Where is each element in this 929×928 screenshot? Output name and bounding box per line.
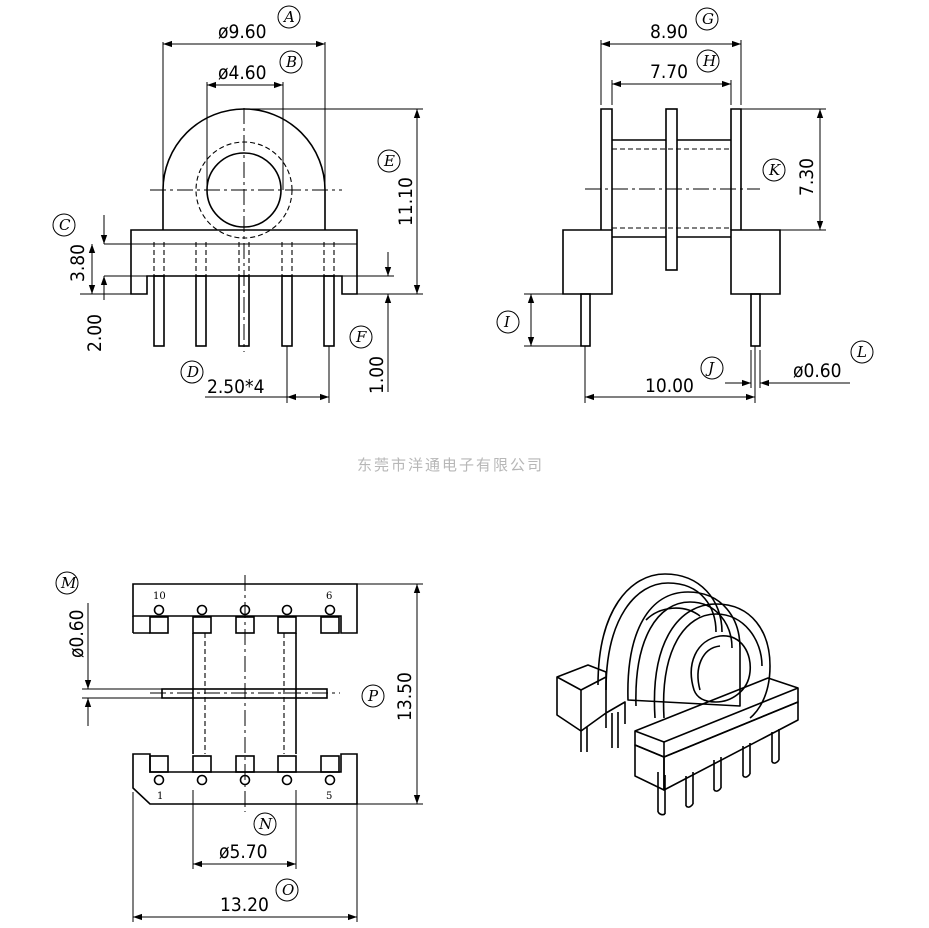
dim-g-text: 8.90 <box>650 21 688 43</box>
tag-i: I <box>496 310 520 334</box>
side-view: 8.90 G 7.70 H 7.30 K I 10.00 J ø0.60 L <box>496 7 874 403</box>
tag-f: F <box>349 325 373 349</box>
dim-h-text: 7.70 <box>650 61 688 83</box>
svg-text:A: A <box>282 8 295 26</box>
dim-p-text: 13.50 <box>394 672 416 721</box>
dim-a-text: ø9.60 <box>218 21 267 43</box>
tag-a: A <box>277 5 301 29</box>
tag-j: J <box>700 356 724 380</box>
dim-n-text: ø5.70 <box>219 841 268 863</box>
svg-text:F: F <box>355 328 367 346</box>
svg-text:C: C <box>59 216 71 234</box>
dim-l-text: ø0.60 <box>793 360 842 382</box>
svg-text:D: D <box>186 363 199 381</box>
dim-f-text: 1.00 <box>366 356 388 394</box>
svg-text:M: M <box>60 574 77 592</box>
svg-text:G: G <box>702 10 714 28</box>
isometric-view <box>556 573 799 816</box>
tag-l: L <box>850 340 874 364</box>
tag-k: K <box>762 158 786 182</box>
svg-text:N: N <box>258 815 273 833</box>
tag-h: H <box>696 49 720 73</box>
company-name: 东莞市洋通电子有限公司 <box>357 456 544 474</box>
dim-j-text: 10.00 <box>645 375 694 397</box>
front-view: ø9.60 A ø4.60 B 11.10 E 3.80 2.00 C 1.00… <box>52 5 423 403</box>
svg-text:E: E <box>383 152 395 170</box>
dim-b-text: ø4.60 <box>218 62 267 84</box>
tag-c: C <box>52 213 76 237</box>
pin-label-5: 5 <box>326 791 332 802</box>
svg-text:P: P <box>367 687 379 705</box>
svg-text:B: B <box>285 53 297 71</box>
pin-label-10: 10 <box>153 591 166 602</box>
dim-k-text: 7.30 <box>796 158 818 196</box>
pin-label-6: 6 <box>326 591 332 602</box>
tag-n: N <box>253 812 277 836</box>
tag-p: P <box>361 684 385 708</box>
bottom-view: 10 6 1 5 ø0.60 M 13.50 <box>55 571 423 922</box>
svg-text:I: I <box>503 313 511 331</box>
tag-d: D <box>180 360 204 384</box>
front-pins <box>153 242 335 347</box>
dim-d-text: 2.50*4 <box>207 376 264 398</box>
dim-o-text: 13.20 <box>220 894 269 916</box>
dim-m-text: ø0.60 <box>66 609 88 658</box>
svg-text:L: L <box>856 343 867 361</box>
svg-text:J: J <box>705 359 715 377</box>
svg-text:O: O <box>282 881 294 899</box>
tag-m: M <box>55 571 79 595</box>
tag-o: O <box>275 878 299 902</box>
tag-g: G <box>695 7 719 31</box>
tag-b: B <box>279 50 303 74</box>
pin-label-1: 1 <box>157 791 163 802</box>
dim-e-text: 11.10 <box>395 177 417 226</box>
dim-c2-text: 2.00 <box>84 314 106 352</box>
tag-e: E <box>377 149 401 173</box>
svg-text:K: K <box>768 161 781 179</box>
dim-c-text: 3.80 <box>67 244 89 282</box>
svg-text:H: H <box>702 52 717 70</box>
